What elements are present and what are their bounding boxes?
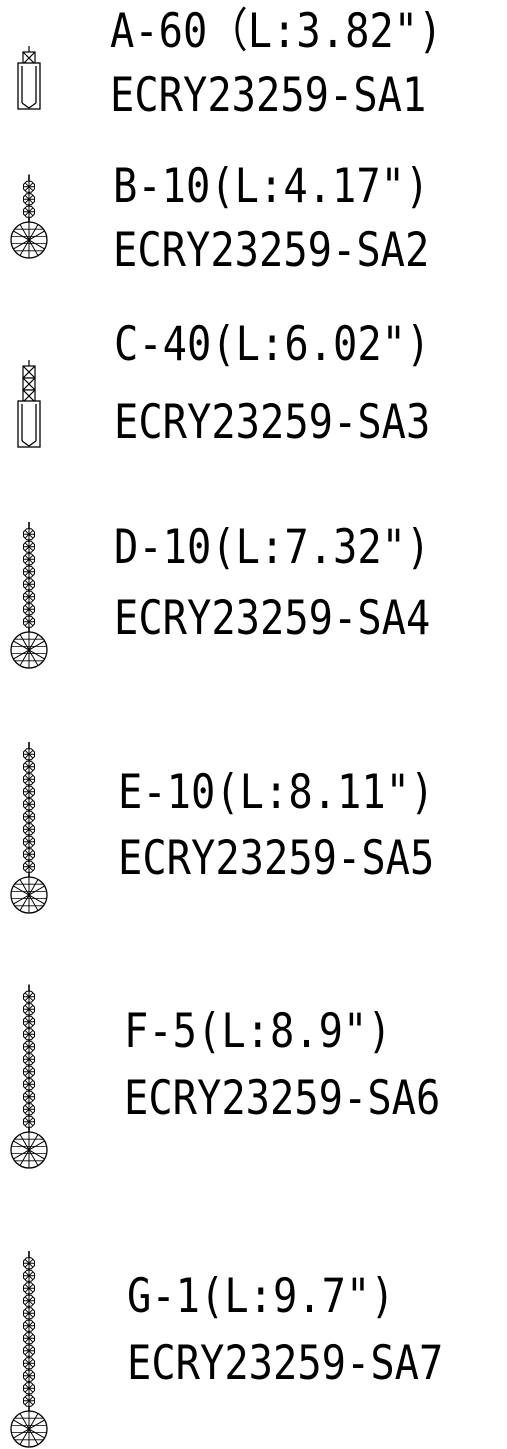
octagon-bead-icon — [23, 835, 35, 848]
octagon-bead-icon — [23, 810, 35, 823]
octagon-bead-icon — [23, 1115, 35, 1128]
pendant-code-f: ECRY23259-SA6 — [124, 1071, 441, 1126]
octagon-bead-icon — [23, 1319, 35, 1332]
pendant-drawing-b — [10, 174, 48, 259]
pendant-item-c: C-40(L:6.02") ECRY23259-SA3 — [0, 298, 507, 448]
crystal-prism-icon — [17, 400, 41, 448]
square-bead-icon — [22, 389, 36, 403]
octagon-bead-icon — [23, 1103, 35, 1116]
square-bead-icon — [22, 51, 36, 65]
crystal-ball-icon — [10, 631, 48, 669]
octagon-bead-icon — [23, 1332, 35, 1345]
octagon-bead-icon — [23, 1344, 35, 1357]
pendant-drawing-f — [10, 984, 48, 1169]
pendant-title-d: D-10(L:7.32") — [114, 520, 431, 575]
pendant-title-a: A-60（L:3.82") — [110, 4, 443, 59]
octagon-bead-icon — [23, 773, 35, 786]
octagon-bead-icon — [23, 1394, 35, 1407]
octagon-bead-icon — [23, 848, 35, 861]
pendant-item-a: A-60（L:3.82") ECRY23259-SA1 — [0, 0, 507, 119]
octagon-bead-icon — [23, 1357, 35, 1370]
octagon-bead-icon — [23, 1257, 35, 1270]
crystal-ball-icon — [10, 1131, 48, 1169]
pendant-title-b: B-10(L:4.17") — [113, 159, 430, 214]
octagon-bead-icon — [23, 1065, 35, 1078]
crystal-prism-icon — [17, 62, 41, 110]
octagon-bead-icon — [23, 798, 35, 811]
octagon-bead-icon — [23, 1369, 35, 1382]
pendant-code-a: ECRY23259-SA1 — [110, 68, 427, 123]
octagon-bead-icon — [23, 615, 35, 628]
pendant-code-b: ECRY23259-SA2 — [113, 223, 430, 278]
pendant-item-f: F-5(L:8.9") ECRY23259-SA6 — [0, 938, 507, 1170]
octagon-bead-icon — [23, 578, 35, 591]
octagon-bead-icon — [23, 590, 35, 603]
octagon-bead-icon — [23, 540, 35, 553]
octagon-bead-icon — [23, 528, 35, 541]
octagon-bead-icon — [23, 1382, 35, 1395]
pendant-item-e: E-10(L:8.11") ECRY23259-SA5 — [0, 700, 507, 915]
square-bead-icon — [22, 377, 36, 391]
octagon-bead-icon — [23, 1053, 35, 1066]
pendant-title-f: F-5(L:8.9") — [124, 1004, 392, 1059]
octagon-bead-icon — [23, 193, 35, 206]
octagon-bead-icon — [23, 1307, 35, 1320]
octagon-bead-icon — [23, 860, 35, 873]
octagon-bead-icon — [23, 180, 35, 193]
octagon-bead-icon — [23, 565, 35, 578]
pendant-item-d: D-10(L:7.32") ECRY23259-SA4 — [0, 470, 507, 670]
pendant-drawing-c — [17, 360, 41, 448]
pendant-drawing-g — [10, 1251, 48, 1448]
octagon-bead-icon — [23, 1090, 35, 1103]
pendant-drawing-e — [10, 742, 48, 914]
pendant-title-c: C-40(L:6.02") — [114, 317, 431, 372]
octagon-bead-icon — [23, 603, 35, 616]
octagon-bead-icon — [23, 1040, 35, 1053]
octagon-bead-icon — [23, 1282, 35, 1295]
pendant-title-e: E-10(L:8.11") — [118, 765, 435, 820]
octagon-bead-icon — [23, 1078, 35, 1091]
octagon-bead-icon — [23, 748, 35, 761]
pendant-drawing-a — [17, 46, 41, 110]
crystal-ball-icon — [10, 1410, 48, 1448]
octagon-bead-icon — [23, 1028, 35, 1041]
pendant-code-c: ECRY23259-SA3 — [114, 395, 431, 450]
pendant-title-g: G-1(L:9.7") — [127, 1269, 395, 1324]
octagon-bead-icon — [23, 205, 35, 218]
crystal-ball-icon — [10, 221, 48, 259]
pendant-drawing-d — [10, 522, 48, 669]
octagon-bead-icon — [23, 553, 35, 566]
pendant-item-g: G-1(L:9.7") ECRY23259-SA7 — [0, 1200, 507, 1449]
octagon-bead-icon — [23, 1003, 35, 1016]
octagon-bead-icon — [23, 1269, 35, 1282]
pendant-code-e: ECRY23259-SA5 — [118, 831, 435, 886]
octagon-bead-icon — [23, 1294, 35, 1307]
octagon-bead-icon — [23, 1015, 35, 1028]
octagon-bead-icon — [23, 990, 35, 1003]
pendant-item-b: B-10(L:4.17") ECRY23259-SA2 — [0, 145, 507, 274]
octagon-bead-icon — [23, 760, 35, 773]
pendant-code-d: ECRY23259-SA4 — [114, 591, 431, 646]
octagon-bead-icon — [23, 823, 35, 836]
square-bead-icon — [22, 365, 36, 379]
crystal-ball-icon — [10, 876, 48, 914]
octagon-bead-icon — [23, 785, 35, 798]
pendant-code-g: ECRY23259-SA7 — [127, 1336, 444, 1391]
